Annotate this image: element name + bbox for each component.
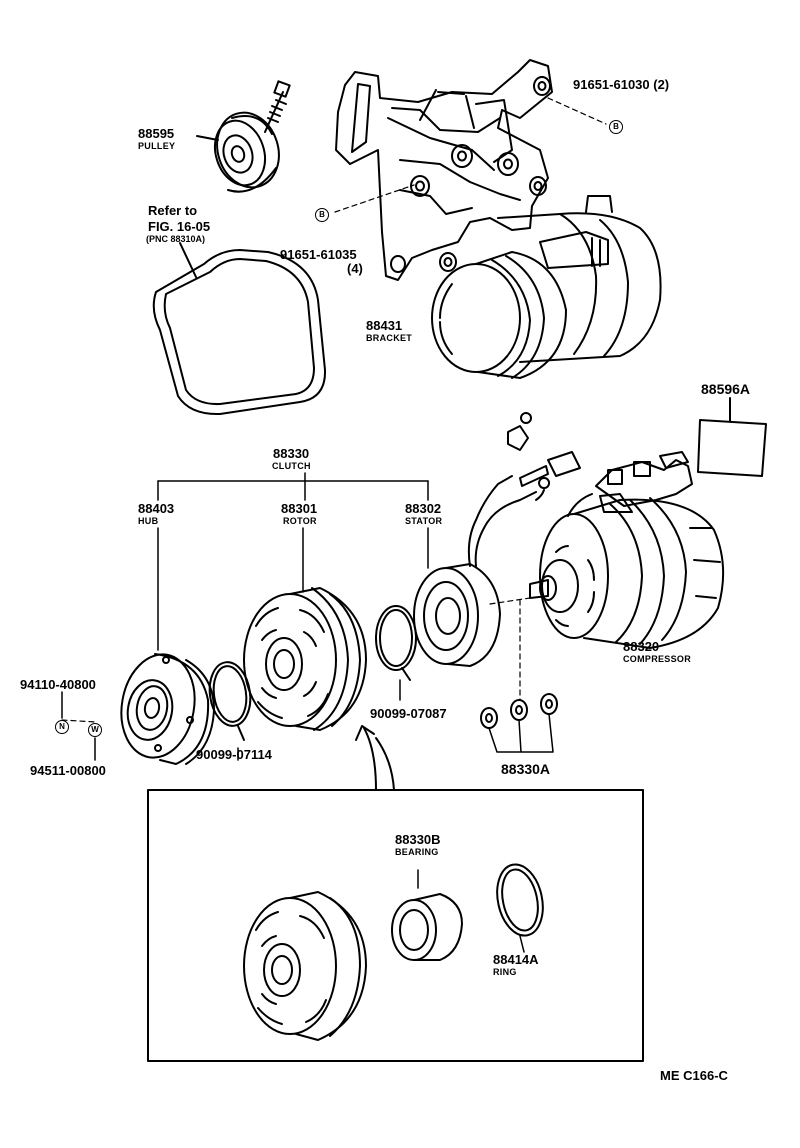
pulley-drawing [196,80,291,193]
pulley-number: 88595 [138,126,175,141]
alignment-lines [61,97,607,723]
rotor-drawing [243,587,367,731]
washer-marker: W [88,723,102,737]
belt-drawing [152,242,327,416]
detail-arrow [355,725,395,791]
bracket-name: BRACKET [366,333,413,343]
nut-number: 94110-40800 [20,677,96,692]
snap-ring-hub-drawing [208,661,252,761]
detail-rotor-drawing [243,891,367,1041]
refer-line2: FIG. 16-05 [148,219,211,234]
ring-name: RING [493,967,517,977]
stator-drawing [413,412,581,667]
compressor-drawing [529,451,725,649]
detail-box [147,789,644,1062]
refer-line3: (PNC 88310A) [146,234,206,244]
bolt-top-number: 91651-61030 (2) [573,77,670,92]
rotor-number: 88301 [281,501,318,516]
bolt-mid-marker: B [315,208,329,222]
bolt-top-marker: B [609,120,623,134]
hub-name: HUB [138,516,159,526]
bracket-compressor-drawing [335,59,662,379]
compressor-number: 88320 [623,639,660,654]
stator-number: 88302 [405,501,442,516]
rotor-name: ROTOR [283,516,317,526]
clutch-leaders [157,472,429,651]
clutch-name: CLUTCH [272,461,311,471]
snap-ring-rotor-drawing [375,605,417,701]
gasket-number: 88596A [701,381,751,397]
hub-number: 88403 [138,501,175,516]
gasket-drawing [697,397,767,477]
diagram-code: ME C166-C [660,1068,728,1083]
snap-ring-rotor-number: 90099-07087 [370,706,447,721]
snap-ring-hub-number: 90099-07114 [196,747,272,762]
detail-ring-drawing [496,863,544,953]
bolt-mid-qty: (4) [347,261,363,276]
nut-marker: N [55,720,69,734]
detail-bearing-drawing [391,869,463,961]
bracket-number: 88431 [366,318,403,333]
nut-washer-leaders [61,691,96,761]
bearing-number: 88330B [395,832,441,847]
bolt-mid-number: 91651-61035 [280,247,357,262]
shim-set-number: 88330A [501,761,551,777]
compressor-name: COMPRESSOR [623,654,692,664]
shim-set-drawing [480,693,558,753]
refer-line1: Refer to [148,203,198,218]
pulley-name: PULLEY [138,141,176,151]
clutch-number: 88330 [273,446,310,461]
washer-number: 94511-00800 [30,763,106,778]
ring-number: 88414A [493,952,539,967]
stator-name: STATOR [405,516,443,526]
bearing-name: BEARING [395,847,439,857]
